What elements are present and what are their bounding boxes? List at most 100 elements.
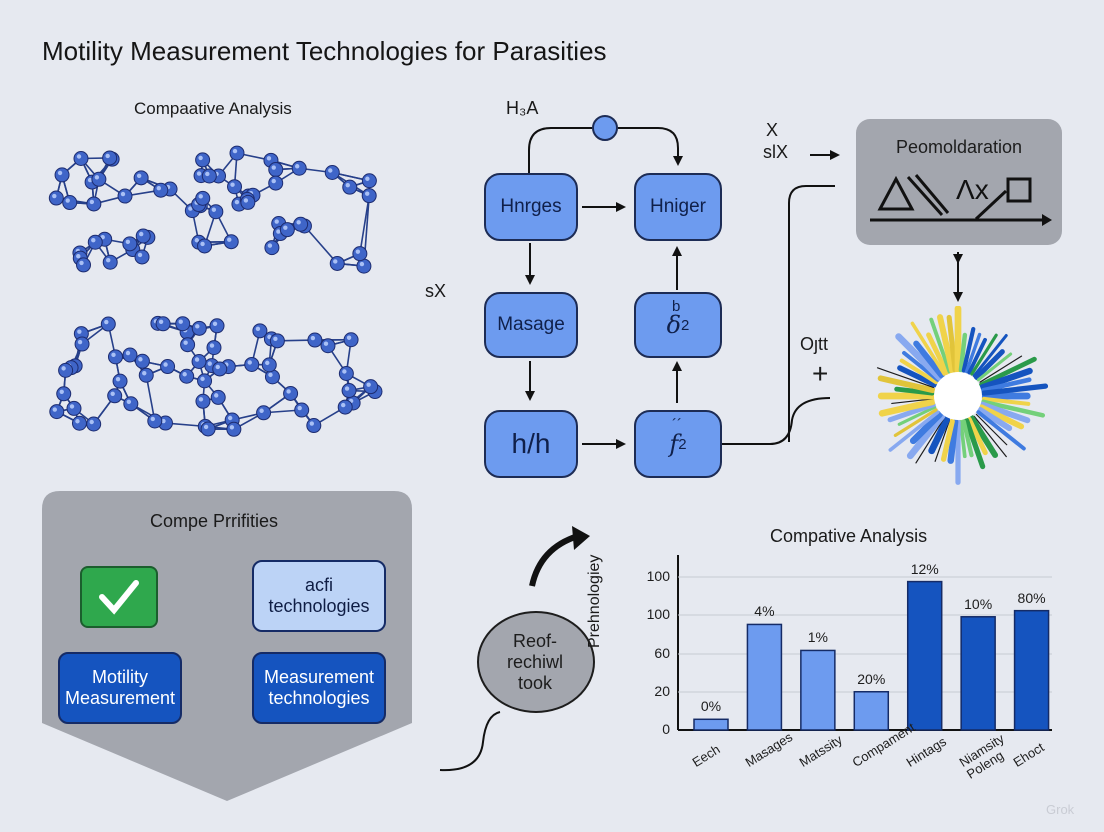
chart-title: Compative Analysis bbox=[770, 526, 928, 546]
watermark: Grok bbox=[1046, 802, 1075, 817]
burst-ray bbox=[979, 367, 1033, 391]
burst-ray bbox=[963, 417, 986, 470]
slx-label: slX bbox=[763, 142, 789, 162]
page-title: Motility Measurement Technologies for Pa… bbox=[42, 36, 607, 66]
chart-bar bbox=[853, 691, 890, 731]
chart-y-tick: 100 bbox=[646, 606, 670, 622]
burst-ray bbox=[888, 410, 940, 452]
burst-ray bbox=[936, 314, 956, 374]
burst-ray bbox=[940, 418, 955, 462]
molecule-1 bbox=[48, 145, 377, 274]
burst-ray bbox=[958, 332, 968, 373]
oval-shape bbox=[477, 611, 595, 713]
checkmark-icon bbox=[99, 580, 139, 615]
burst-ray bbox=[966, 416, 988, 456]
burst-ray bbox=[928, 416, 951, 455]
burst-ray bbox=[976, 410, 1026, 451]
burst-ray bbox=[895, 333, 943, 381]
burst-ray bbox=[975, 413, 1008, 446]
checkmark-box bbox=[80, 566, 158, 628]
chart-data-label: 0% bbox=[700, 698, 722, 715]
node-hnrges: Hnrges bbox=[484, 173, 578, 241]
plus-label: + bbox=[812, 358, 829, 389]
burst-ray bbox=[976, 352, 1013, 382]
node-hnrges-label: Hnrges bbox=[500, 196, 562, 217]
burst-ray bbox=[913, 340, 945, 379]
chart-y-tick: 20 bbox=[654, 683, 670, 699]
burst-ray bbox=[891, 398, 933, 405]
triangle-slash-square-icon bbox=[870, 174, 1052, 226]
burst-ray bbox=[897, 405, 937, 426]
chart-bar bbox=[1013, 609, 1050, 731]
peomoldaration-box: Peomoldaration Λx bbox=[856, 119, 1062, 245]
burst-ray bbox=[910, 321, 946, 376]
flow-top-label: H₃A bbox=[506, 98, 539, 118]
chart-data-label: 12% bbox=[910, 560, 939, 577]
burst-ray bbox=[981, 399, 1046, 418]
node-delta-sub: 2 bbox=[681, 316, 690, 334]
molecule-label: Compaative Analysis bbox=[134, 99, 292, 118]
burst-ray bbox=[978, 404, 1025, 430]
burst-ray bbox=[964, 332, 982, 374]
burst-ray bbox=[906, 412, 946, 460]
acfi-technologies-box: acfi technologies bbox=[252, 560, 386, 632]
molecule-2 bbox=[49, 315, 383, 437]
burst-ray bbox=[959, 419, 967, 459]
oval-label: Reof- rechiwl took bbox=[506, 630, 563, 693]
burst-ray bbox=[909, 411, 943, 445]
burst-ray bbox=[968, 415, 999, 458]
burst-center bbox=[934, 372, 982, 420]
burst-ray bbox=[899, 358, 939, 385]
burst-ray bbox=[967, 337, 987, 375]
motility-measurement-box: Motility Measurement bbox=[58, 652, 182, 724]
chart-data-label: 80% bbox=[1017, 589, 1046, 606]
chart-bar bbox=[906, 580, 943, 731]
chart-bar bbox=[746, 623, 783, 731]
burst-ray bbox=[979, 401, 1031, 424]
node-f-sup: ´´ bbox=[672, 416, 682, 433]
chart-data-label: 20% bbox=[857, 670, 886, 687]
chart-bar bbox=[800, 649, 836, 731]
chart-data-label: 4% bbox=[754, 603, 775, 620]
burst-ray bbox=[915, 417, 945, 464]
burst-ray bbox=[981, 383, 1048, 396]
node-delta-sup: b bbox=[672, 298, 681, 315]
ojtt-label: Oȷtt bbox=[800, 334, 829, 354]
burst-ray bbox=[961, 419, 974, 458]
burst-ray bbox=[961, 326, 976, 373]
burst-ray bbox=[981, 377, 1032, 393]
burst-ray bbox=[973, 349, 1005, 381]
burst-ray bbox=[893, 408, 938, 437]
burst-ray bbox=[973, 415, 1007, 458]
node-masage: Masage bbox=[484, 292, 578, 358]
node-f-symbol: f bbox=[669, 430, 679, 458]
node-f-sub: 2 bbox=[678, 435, 687, 453]
burst-ray bbox=[979, 355, 1023, 383]
node-delta-symbol: δ bbox=[666, 311, 682, 339]
burst-ray bbox=[878, 398, 936, 417]
burst-ray bbox=[934, 419, 951, 462]
radial-burst-graphic bbox=[876, 306, 1048, 485]
flow-side-label: sX bbox=[425, 281, 447, 301]
burst-ray bbox=[979, 356, 1037, 388]
node-hniger-label: Hniger bbox=[650, 196, 706, 217]
burst-ray bbox=[972, 333, 1008, 378]
peomoldaration-glyph: Λx bbox=[956, 174, 989, 205]
burst-ray bbox=[926, 332, 950, 376]
node-hniger: Hniger bbox=[634, 173, 722, 241]
measurement-technologies-box: Measurement technologies bbox=[252, 652, 386, 724]
chart-data-label: 1% bbox=[807, 629, 828, 646]
burst-ray bbox=[981, 396, 1031, 406]
burst-ray bbox=[902, 350, 940, 382]
burst-ray bbox=[946, 314, 958, 373]
burst-ray bbox=[876, 367, 935, 389]
burst-ray bbox=[894, 386, 935, 396]
chart-y-tick: 0 bbox=[662, 721, 670, 737]
chart-data-label: 10% bbox=[964, 595, 993, 612]
burst-ray bbox=[887, 402, 936, 423]
chart-y-tick: 60 bbox=[654, 645, 670, 661]
